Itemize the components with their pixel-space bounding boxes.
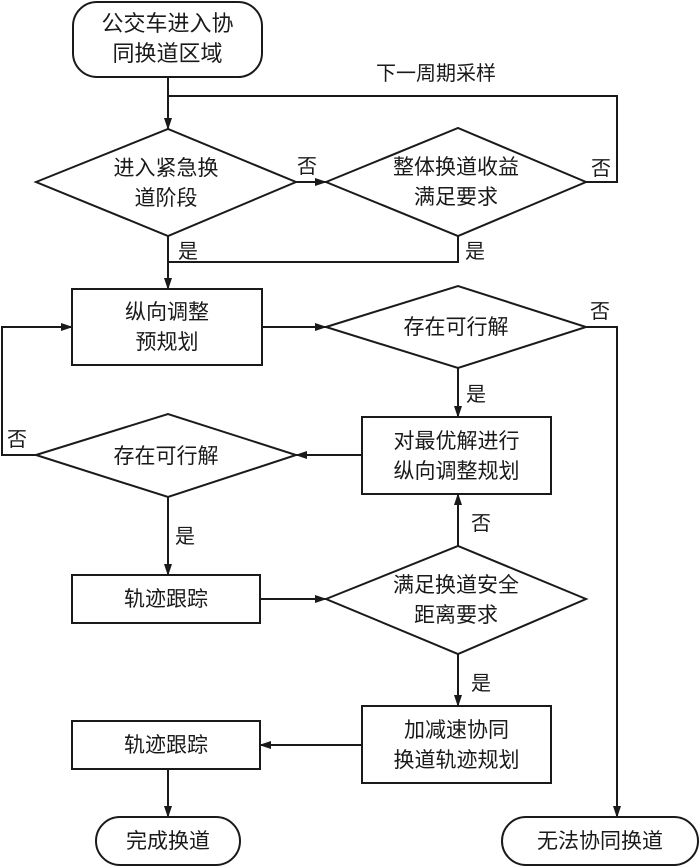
edge-feasible-left-no xyxy=(1,323,73,456)
label-feasible-left-yes: 是 xyxy=(175,524,195,548)
feasible-left-text: 存在可行解 xyxy=(113,443,219,468)
edge-feasible-right-no xyxy=(586,326,621,818)
safety-text: 满足换道安全 距离要求 xyxy=(393,573,519,627)
done-text: 完成换道 xyxy=(126,829,210,853)
track1-text: 轨迹跟踪 xyxy=(124,587,208,611)
label-emergency-no: 否 xyxy=(297,154,317,178)
optimal-plan-text: 对最优解进行 纵向调整规划 xyxy=(393,428,520,483)
label-benefit-no: 否 xyxy=(591,156,611,180)
label-benefit-yes: 是 xyxy=(465,239,485,263)
pre-plan-text: 纵向调整 预规划 xyxy=(125,300,209,354)
edge-next-cycle-loop xyxy=(168,95,618,183)
label-safety-yes: 是 xyxy=(471,671,491,695)
label-feasible-right-no: 否 xyxy=(590,299,610,323)
edge-benefit-yes xyxy=(168,236,459,263)
label-feasible-left-no: 否 xyxy=(7,427,27,451)
benefit-text: 整体换道收益 满足要求 xyxy=(393,155,519,209)
fail-text: 无法协同换道 xyxy=(537,829,663,853)
accel-plan-text: 加减速协同 换道轨迹规划 xyxy=(393,717,520,772)
label-emergency-yes: 是 xyxy=(178,239,198,263)
start-text: 公交车进入协 同换道区域 xyxy=(101,11,234,67)
emergency-text: 进入紧急换 道阶段 xyxy=(113,155,219,210)
decision-safety xyxy=(323,544,589,656)
feasible-right-text: 存在可行解 xyxy=(403,315,509,339)
track2-text: 轨迹跟踪 xyxy=(124,733,208,757)
next-cycle-label: 下一周期采样 xyxy=(376,61,496,85)
fail-terminal xyxy=(501,816,699,866)
label-feasible-right-yes: 是 xyxy=(466,382,486,406)
label-safety-no: 否 xyxy=(471,511,491,535)
